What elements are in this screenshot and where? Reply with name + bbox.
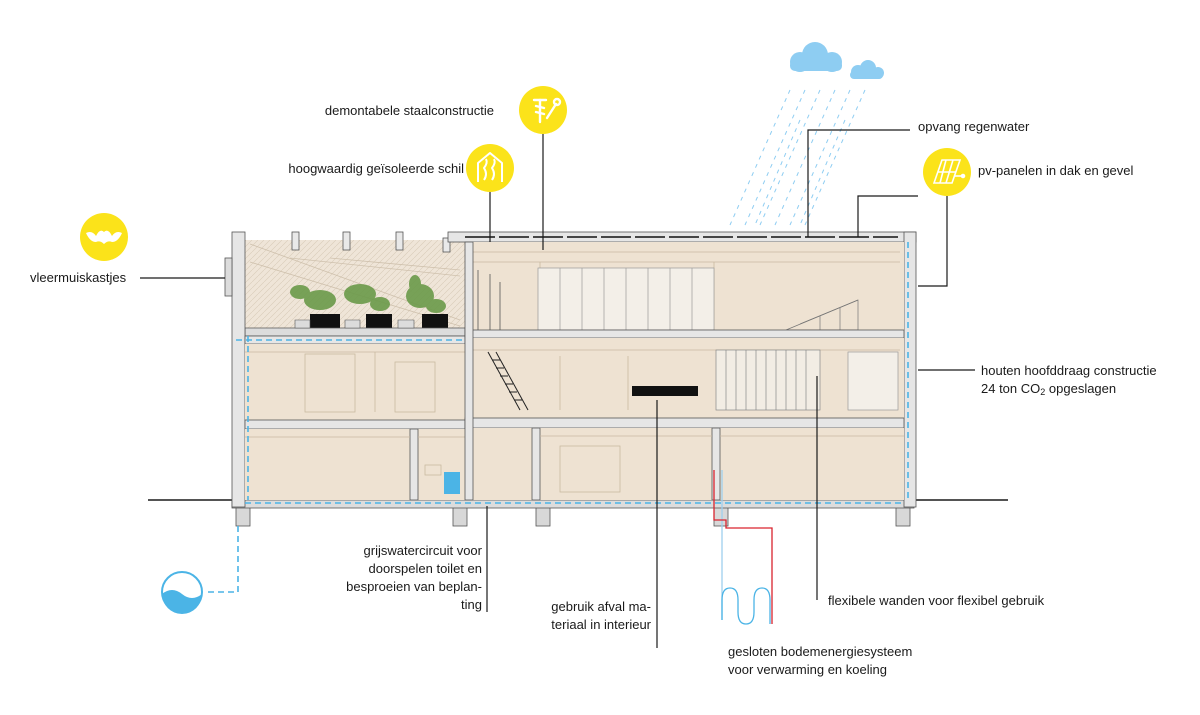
left-roof-terrace: [245, 240, 465, 328]
timber-structure-line1: houten hoofddraag constructie: [981, 363, 1157, 378]
leader-lines: [140, 125, 975, 648]
bat-icon: [80, 213, 128, 261]
rainwater-label: opvang regenwater: [918, 119, 1030, 134]
geothermal-loops: [713, 470, 773, 625]
solar-panel-icon: [923, 148, 971, 196]
timber-structure-line2: 24 ton CO2 opgeslagen: [981, 381, 1117, 397]
toilet-flush-tank: [444, 472, 460, 494]
insulated-shell-label: hoogwaardig geïsoleerde schil: [288, 161, 464, 176]
main-block: [447, 231, 917, 508]
rain-streaks: [729, 89, 866, 226]
recycled-bench: [632, 386, 698, 396]
steel-structure-label: demontabele staalconstructie: [324, 103, 494, 118]
water-tank-icon: [161, 571, 203, 614]
planters: [290, 275, 448, 328]
flexible-wall: [715, 349, 821, 411]
foundations: [235, 505, 911, 527]
flexible-walls-label: flexibele wanden voor flexibel gebruik: [828, 593, 1045, 608]
pv-panels-label: pv-panelen in dak en gevel: [978, 163, 1134, 178]
screw-icon: [519, 86, 567, 134]
timber-structure-label: houten hoofddraag constructie 24 ton CO2…: [981, 362, 1191, 401]
grey-water-label: grijswatercircuit voor doorspelen toilet…: [346, 543, 482, 612]
insulated-house-icon: [466, 144, 514, 192]
ground-slab: [231, 499, 915, 509]
waste-material-label: gebruik afval ma- teriaal in interieur: [551, 599, 651, 632]
left-wing: [224, 231, 466, 508]
bat-boxes-label: vleermuiskastjes: [30, 270, 127, 285]
geothermal-label: gesloten bodemenergiesysteem voor verwar…: [728, 644, 913, 677]
cloud-icon: [790, 42, 884, 79]
glass-wall-upper: [537, 267, 715, 331]
